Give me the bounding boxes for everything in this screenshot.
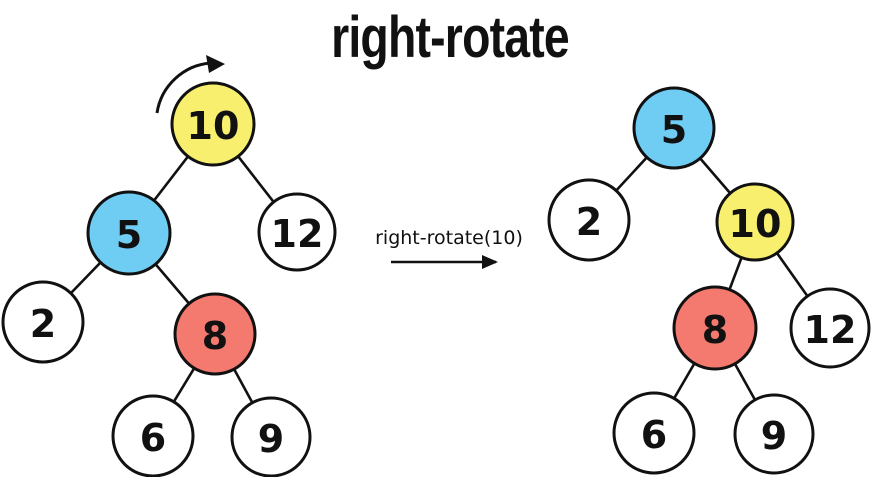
tree-node-after-12: 12 <box>789 287 871 369</box>
node-circle <box>715 182 795 262</box>
node-value: 12 <box>804 308 857 352</box>
node-value: 6 <box>140 416 166 460</box>
node-circle <box>86 190 172 276</box>
node-value: 2 <box>30 302 56 346</box>
tree-node-before-9: 9 <box>230 396 312 477</box>
tree-before: 10 5 12 2 8 6 9 <box>1 81 337 477</box>
node-circle <box>632 86 716 170</box>
node-circle <box>547 178 631 262</box>
rotation-indicator <box>155 55 225 114</box>
node-circle <box>257 192 337 272</box>
node-circle <box>230 396 312 477</box>
tree-node-after-5: 5 <box>632 86 716 170</box>
node-value: 10 <box>187 104 240 148</box>
tree-node-after-6: 6 <box>612 391 696 475</box>
tree-node-after-8: 8 <box>672 285 758 371</box>
transition-group: right-rotate(10) <box>375 227 523 269</box>
tree-node-after-10: 10 <box>715 182 795 262</box>
node-value: 8 <box>702 308 728 352</box>
node-value: 9 <box>258 417 284 461</box>
node-value: 2 <box>576 200 602 244</box>
node-circle <box>612 391 696 475</box>
node-circle <box>672 285 758 371</box>
tree-node-before-5: 5 <box>86 190 172 276</box>
tree-after: 5 2 10 8 12 6 9 <box>547 86 871 475</box>
rotation-arc-icon <box>155 61 212 114</box>
node-circle <box>173 292 257 376</box>
node-circle <box>733 393 815 475</box>
tree-node-before-12: 12 <box>257 192 337 272</box>
tree-node-before-2: 2 <box>1 280 85 364</box>
transition-label: right-rotate(10) <box>375 227 523 249</box>
node-value: 8 <box>202 314 228 358</box>
tree-node-before-8: 8 <box>173 292 257 376</box>
node-value: 6 <box>641 413 667 457</box>
tree-node-after-9: 9 <box>733 393 815 475</box>
tree-node-before-6: 6 <box>111 394 195 477</box>
rotation-arrowhead-icon <box>206 55 225 73</box>
node-circle <box>1 280 85 364</box>
node-circle <box>170 81 256 167</box>
node-value: 5 <box>116 213 142 257</box>
node-circle <box>111 394 195 477</box>
node-value: 12 <box>271 212 324 256</box>
node-value: 5 <box>661 108 687 152</box>
node-value: 10 <box>729 202 782 246</box>
node-circle <box>789 287 871 369</box>
tree-node-before-10: 10 <box>170 81 256 167</box>
page-title: right-rotate <box>331 5 570 70</box>
node-value: 9 <box>761 414 787 458</box>
tree-node-after-2: 2 <box>547 178 631 262</box>
